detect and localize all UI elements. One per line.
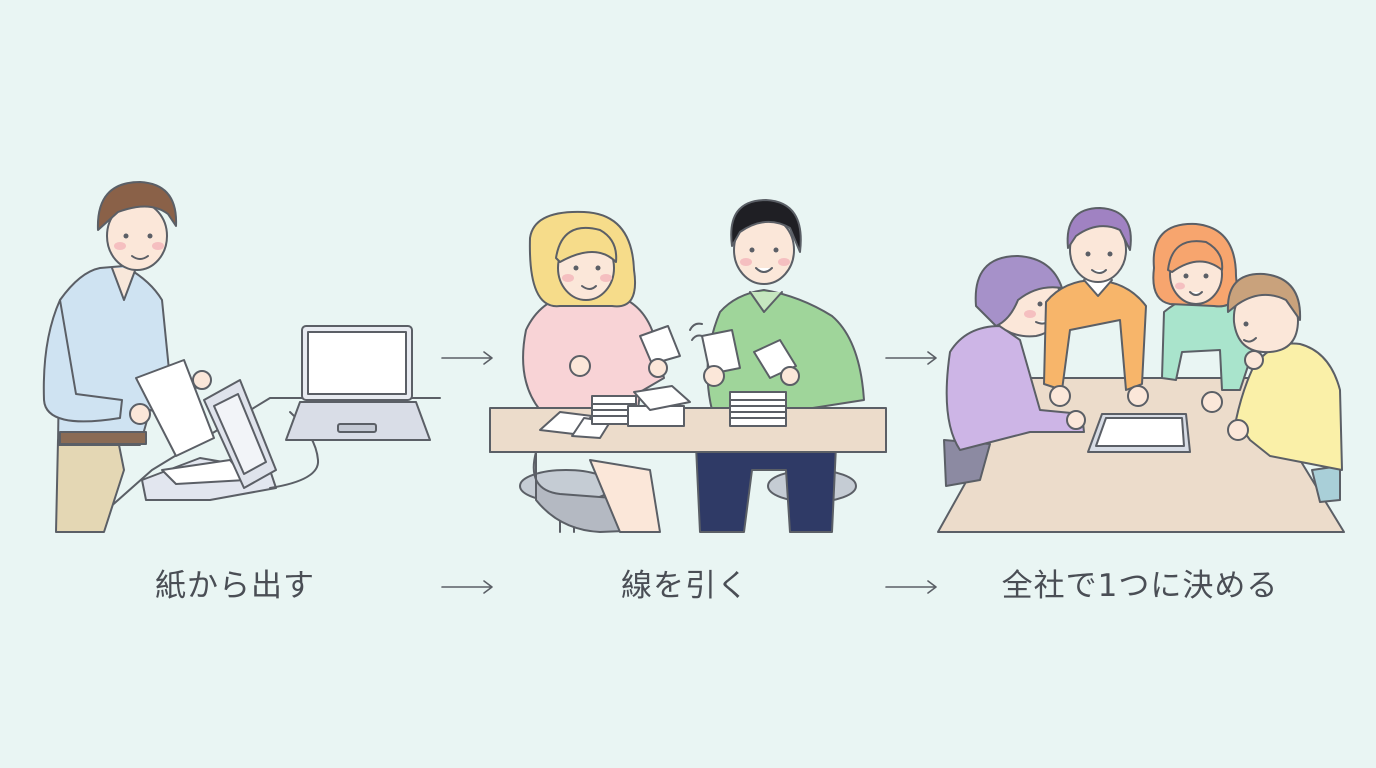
arrow-right-icon xyxy=(441,580,493,594)
arrow-right-icon xyxy=(885,351,937,365)
figure-man-green xyxy=(689,199,865,533)
step-3-label: 全社で1つに決める xyxy=(1001,568,1279,604)
step-1-label: 紙から出す xyxy=(155,568,315,604)
card-stacks xyxy=(539,385,787,439)
figure-orange-man xyxy=(1043,207,1149,407)
figure-redhead-woman xyxy=(1152,222,1255,413)
arrow-right-icon xyxy=(441,351,493,365)
figure-purple-woman xyxy=(943,255,1086,487)
tablet xyxy=(1087,413,1191,453)
scene-deciding xyxy=(937,207,1345,533)
figure-man-scanning xyxy=(42,181,215,533)
figure-yellow-man xyxy=(1226,272,1343,503)
laptop xyxy=(285,325,431,441)
scene-sorting xyxy=(489,199,887,533)
scene-scanning xyxy=(42,181,441,533)
scanner xyxy=(141,379,277,501)
figure-woman xyxy=(522,210,681,533)
step-2-label: 線を引く xyxy=(621,568,749,604)
arrow-right-icon xyxy=(885,580,937,594)
